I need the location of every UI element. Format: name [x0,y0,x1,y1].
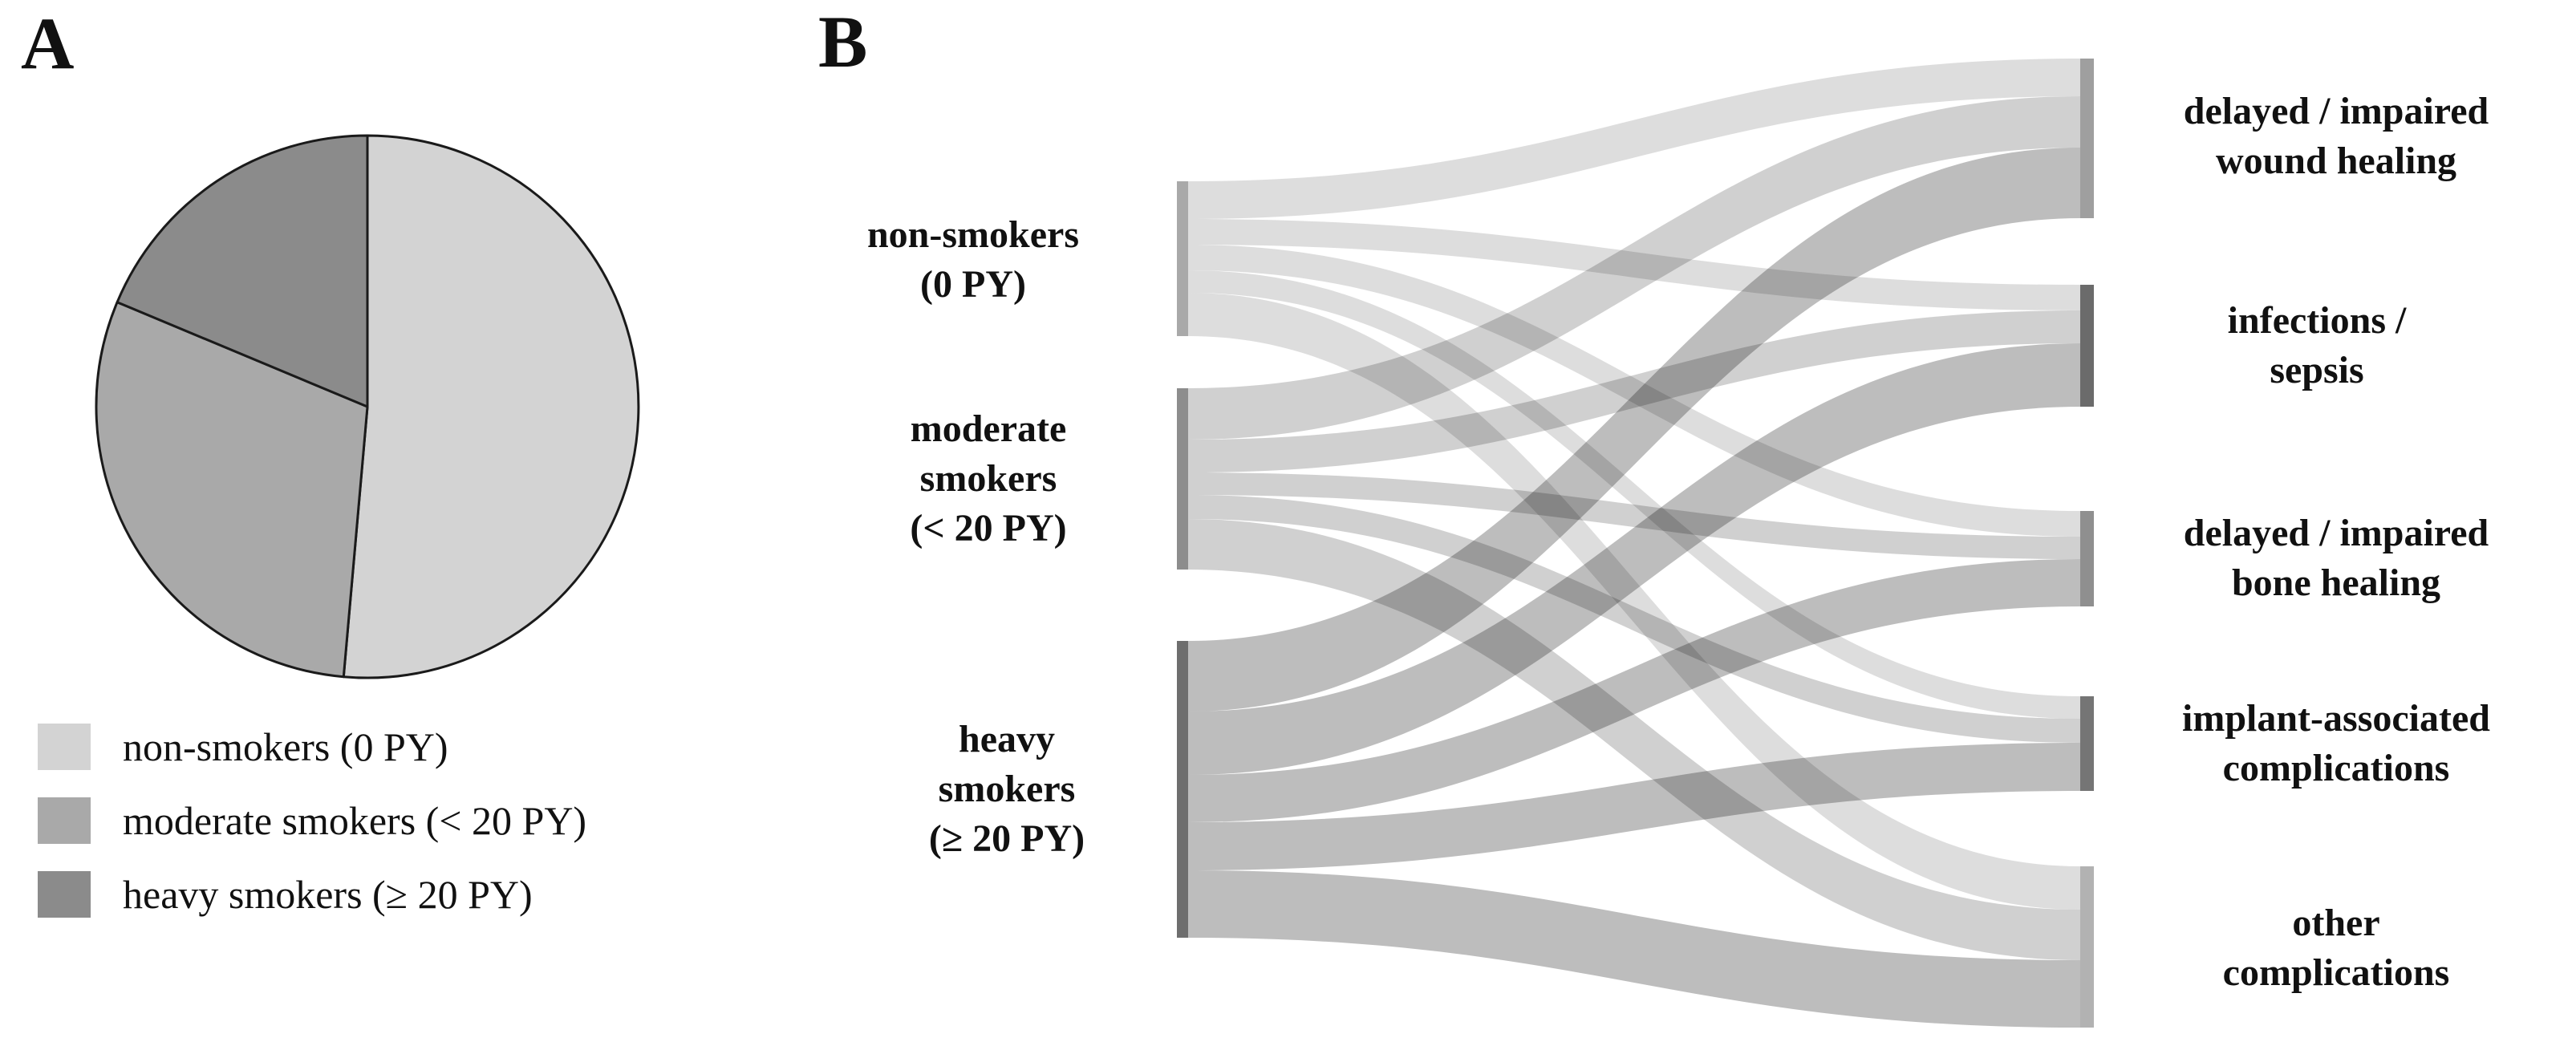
label-line: other [2292,902,2380,944]
label-line: delayed / impaired [2183,90,2489,132]
sankey-flow-ns-to-other [1188,293,2080,910]
sankey-target-bar-other [2080,866,2094,1028]
panel-a-letter: A [21,2,75,84]
sankey-flow-hs-to-infect [1188,343,2080,775]
label-line: smokers [919,457,1057,500]
sankey-target-label-wound: delayed / impaired wound healing [2184,87,2489,186]
label-line: wound healing [2215,140,2457,182]
sankey-source-bar-ms [1177,388,1188,570]
sankey-flow-ms-to-bone [1188,472,2080,559]
sankey-target-bar-implant [2080,696,2094,791]
pie-slice-moderate-smokers [95,301,369,679]
label-line: implant-associated [2182,697,2490,740]
legend-swatch-heavy-smokers [38,871,91,918]
legend-label-non-smokers: non-smokers (0 PY) [123,724,448,769]
sankey-flow-hs-to-implant [1188,743,2080,870]
sankey-source-bar-ns [1177,181,1188,336]
sankey-source-label-hs: heavy smokers (≥ 20 PY) [929,715,1085,864]
legend-row-moderate-smokers: moderate smokers (< 20 PY) [38,794,586,847]
sankey-flow-ns-to-bone [1188,245,2080,537]
sankey-flow-ns-to-wound [1188,59,2080,219]
pie-slice-heavy-smokers [116,134,369,408]
label-line: sepsis [2270,349,2364,391]
label-line: delayed / impaired [2183,512,2489,554]
sankey-flow-hs-to-bone [1188,559,2080,822]
sankey-flow-hs-to-other [1188,870,2080,1028]
sankey-source-label-ns: non-smokers (0 PY) [867,210,1079,310]
pie-slice-non-smokers [342,134,640,679]
label-line: moderate [910,407,1067,450]
label-line: (≥ 20 PY) [928,817,1085,860]
label-line: complications [2222,951,2450,994]
sankey-target-bar-infect [2080,285,2094,407]
sankey-source-label-ms: moderate smokers (< 20 PY) [910,404,1066,553]
panel-b-letter: B [818,1,868,83]
sankey-flows [1188,59,2080,1028]
sankey-target-bar-wound [2080,59,2094,218]
sankey-flow-ms-to-infect [1188,310,2080,472]
sankey-target-label-bone: delayed / impaired bone healing [2184,509,2489,608]
legend-swatch-moderate-smokers [38,797,91,844]
label-line: (0 PY) [920,263,1026,306]
sankey-flow-ns-to-implant [1188,270,2080,719]
sankey-flow-ms-to-wound [1188,96,2080,440]
sankey-target-label-other: other complications [2223,898,2450,998]
pie-chart [95,134,640,679]
sankey-target-label-implant: implant-associated complications [2182,694,2490,793]
label-line: complications [2222,747,2450,789]
legend-row-heavy-smokers: heavy smokers (≥ 20 PY) [38,868,586,921]
legend-row-non-smokers: non-smokers (0 PY) [38,720,586,773]
sankey-target-bar-bone [2080,511,2094,606]
label-line: (< 20 PY) [910,507,1067,549]
sankey-flow-ns-to-infect [1188,219,2080,310]
legend-label-heavy-smokers: heavy smokers (≥ 20 PY) [123,872,533,917]
label-line: heavy [958,718,1055,760]
sankey-node-bars [1177,59,2094,1028]
sankey-flow-ms-to-implant [1188,495,2080,743]
sankey-flow-hs-to-wound [1188,148,2080,712]
label-line: non-smokers [866,213,1080,256]
sankey-source-bar-hs [1177,641,1188,938]
label-line: bone healing [2231,562,2441,604]
label-line: infections / [2227,299,2407,342]
sankey-target-label-infect: infections / sepsis [2228,296,2407,395]
legend-label-moderate-smokers: moderate smokers (< 20 PY) [123,798,587,843]
sankey-flow-ms-to-other [1188,519,2080,960]
label-line: smokers [938,768,1076,810]
pie-legend: non-smokers (0 PY) moderate smokers (< 2… [38,720,586,942]
legend-swatch-non-smokers [38,724,91,770]
